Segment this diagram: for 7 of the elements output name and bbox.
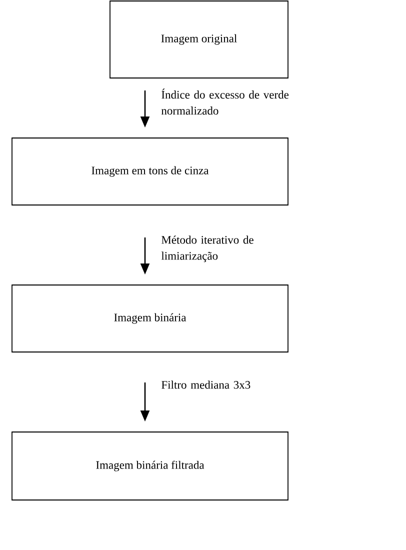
process-box: Imagem original xyxy=(110,0,288,78)
edge-label: Filtro mediana 3x3 xyxy=(162,380,250,389)
edge-label: Índice do excesso de verde normalizado xyxy=(161,88,289,115)
edge-label: Método iterativo de limiarização xyxy=(161,236,254,262)
process-box: Imagem binária filtrada xyxy=(12,432,288,500)
process-box: Imagem em tons de cinza xyxy=(12,138,288,206)
process-box: Imagem binária xyxy=(12,284,288,352)
